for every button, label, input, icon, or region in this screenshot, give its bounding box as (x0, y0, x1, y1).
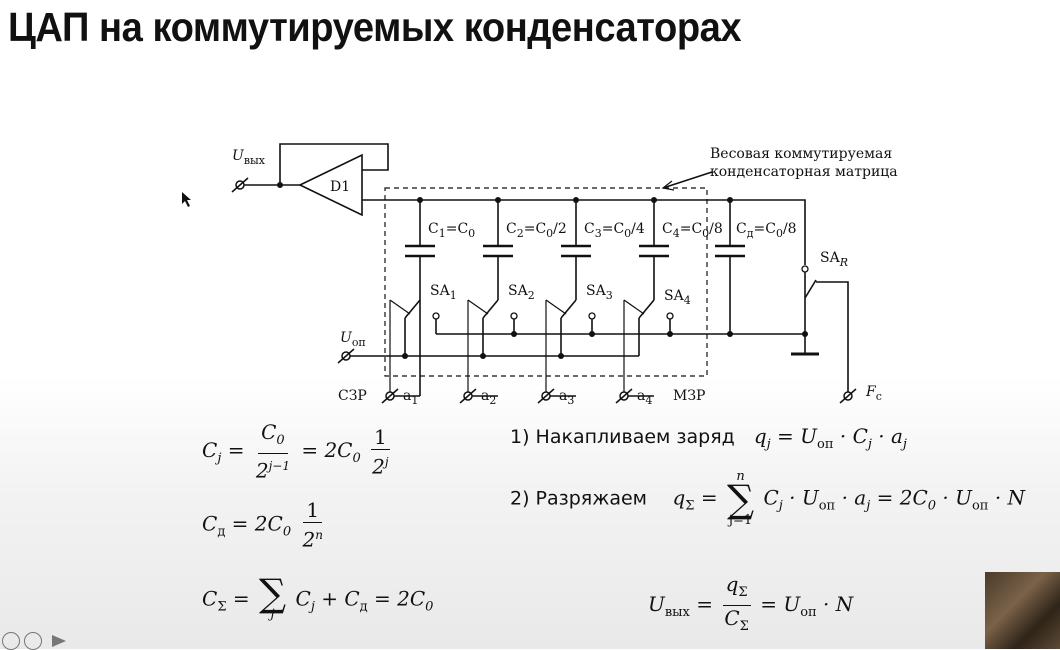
formula-step2: 2) Разряжаем qΣ = n∑j=1 Cj · Uоп · aj = … (510, 469, 1026, 528)
slide-title: ЦАП на коммутируемых конденсаторах (8, 4, 742, 50)
fc-label: Fc (865, 384, 882, 403)
cap-c4 (639, 200, 669, 300)
cap-label-1: C1=C0 (428, 221, 475, 240)
msb-label: СЗР (338, 388, 367, 404)
uref-label: Uоп (340, 330, 366, 349)
formula-csum: CΣ = ∑j Cj + Cд = 2C0 (202, 571, 434, 622)
input-label-a2: a2 (481, 388, 496, 407)
cap-c2 (483, 200, 513, 300)
prev-icon[interactable] (2, 632, 20, 650)
cap-c3 (561, 200, 591, 300)
cap-label-2: C2=C0/2 (506, 221, 567, 240)
input-label-a4: a4 (637, 388, 652, 407)
play-icon[interactable] (50, 634, 68, 648)
amp-label: D1 (330, 179, 350, 195)
next-icon[interactable] (24, 632, 42, 650)
switch-label-5: SAR (820, 250, 848, 269)
cap-label-5: Cд=C0/8 (736, 221, 797, 240)
switch-label-1: SA1 (430, 283, 457, 302)
cap-label-4: C4=C0/8 (662, 221, 723, 240)
switch-label-4: SA4 (664, 288, 691, 307)
lsb-label: МЗР (673, 388, 705, 404)
formula-step1: 1) Накапливаем заряд qj = Uоп · Cj · aj (510, 424, 907, 452)
matrix-label-1: Весовая коммутируемая (710, 146, 892, 162)
cap-label-3: C3=C0/4 (584, 221, 645, 240)
mouse-cursor-icon (182, 192, 191, 207)
switch-label-2: SA2 (508, 283, 535, 302)
step2-text: 2) Разряжаем (510, 487, 648, 510)
cap-c1 (405, 200, 435, 300)
switch-sa4 (638, 299, 671, 356)
step1-text: 1) Накапливаем заряд (510, 426, 735, 448)
matrix-label-2: конденсаторная матрица (710, 164, 898, 180)
switch-sa1 (404, 299, 437, 356)
cap-cd (715, 200, 745, 334)
switch-sa3 (560, 299, 593, 356)
input-label-a3: a3 (559, 388, 574, 407)
switch-label-3: SA3 (586, 283, 613, 302)
uout-label: Uвых (232, 148, 266, 167)
player-controls (0, 632, 80, 650)
video-thumbnail (985, 572, 1060, 649)
input-label-a1: a1 (403, 388, 418, 407)
switch-sa2 (482, 299, 515, 356)
